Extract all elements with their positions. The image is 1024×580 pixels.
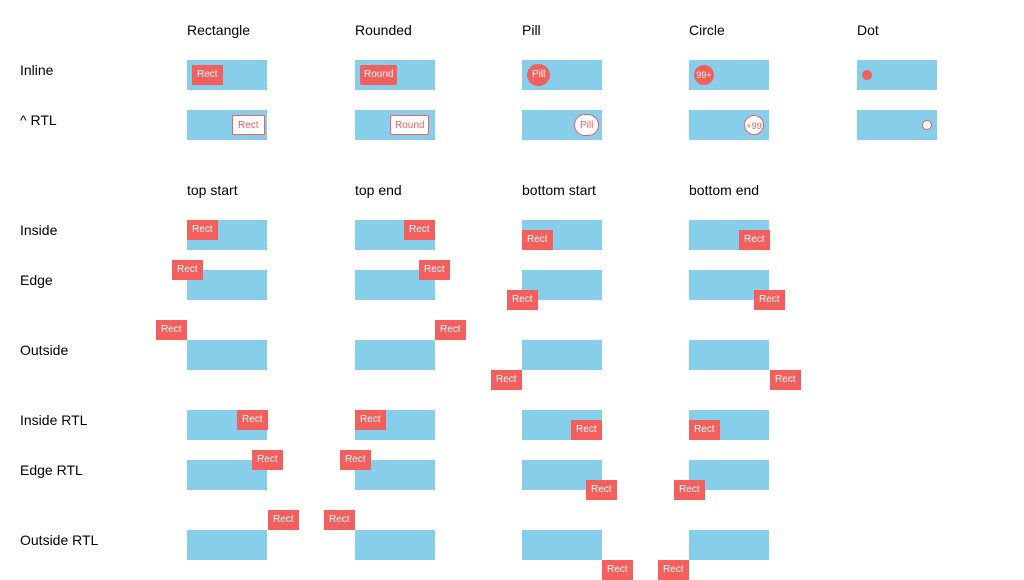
row-label-edge: Edge (20, 272, 53, 288)
badge-circle-rtl: +99 (744, 115, 764, 135)
badge-edge-rtl-top-start: Rect (252, 450, 283, 470)
row-label-inside: Inside (20, 222, 58, 238)
badge-outside-top-start: Rect (156, 320, 187, 340)
demo-box (187, 530, 267, 560)
row-label-outside: Outside (20, 342, 69, 358)
badge-circle: 99+ (694, 65, 714, 85)
badge-edge-bottom-end: Rect (754, 290, 785, 310)
badge-inside-bottom-end: Rect (739, 230, 770, 250)
badge-inside-rtl-bottom-end: Rect (689, 420, 720, 440)
header-bottom-end: bottom end (689, 182, 760, 198)
demo-box (522, 340, 602, 370)
badge-outside-rtl-bottom-end: Rect (658, 560, 689, 580)
badge-pill: Pill (527, 64, 551, 86)
badge-edge-bottom-start: Rect (507, 290, 538, 310)
row-label-inside-rtl: Inside RTL (20, 412, 88, 428)
row-label-edge-rtl: Edge RTL (20, 462, 83, 478)
demo-box (355, 530, 435, 560)
badge-rect-rtl: Rect (232, 115, 265, 135)
header-dot: Dot (857, 22, 879, 38)
header-top-start: top start (187, 182, 238, 198)
row-label-rtl: ^ RTL (20, 112, 57, 128)
badge-edge-top-start: Rect (172, 260, 203, 280)
badge-dot (862, 70, 872, 80)
header-circle: Circle (689, 22, 725, 38)
demo-box (689, 340, 769, 370)
badge-rect: Rect (192, 65, 223, 85)
badge-edge-rtl-bottom-start: Rect (586, 480, 617, 500)
badge-outside-rtl-top-end: Rect (324, 510, 355, 530)
badge-inside-rtl-bottom-start: Rect (571, 420, 602, 440)
badge-inside-rtl-top-end: Rect (355, 410, 386, 430)
badge-inside-top-end: Rect (404, 220, 435, 240)
badge-rounded: Round (360, 65, 398, 85)
badge-dot-rtl (922, 120, 932, 130)
demo-box (187, 340, 267, 370)
badge-outside-rtl-top-start: Rect (268, 510, 299, 530)
header-bottom-start: bottom start (522, 182, 596, 198)
badge-outside-bottom-end: Rect (770, 370, 801, 390)
demo-box (522, 530, 602, 560)
header-rectangle: Rectangle (187, 22, 251, 38)
demo-box (355, 340, 435, 370)
header-rounded: Rounded (355, 22, 412, 38)
badge-rounded-rtl: Round (390, 115, 430, 135)
badge-inside-rtl-top-start: Rect (237, 410, 268, 430)
badge-outside-rtl-bottom-start: Rect (602, 560, 633, 580)
badge-outside-top-end: Rect (435, 320, 466, 340)
row-label-inline: Inline (20, 62, 54, 78)
badge-inside-top-start: Rect (187, 220, 218, 240)
badge-outside-bottom-start: Rect (491, 370, 522, 390)
header-pill: Pill (522, 22, 541, 38)
badge-pill-rtl: Pill (574, 114, 600, 136)
row-label-outside-rtl: Outside RTL (20, 532, 99, 548)
header-top-end: top end (355, 182, 402, 198)
badge-edge-rtl-top-end: Rect (340, 450, 371, 470)
badge-edge-top-end: Rect (419, 260, 450, 280)
demo-box (689, 530, 769, 560)
badge-edge-rtl-bottom-end: Rect (674, 480, 705, 500)
badge-inside-bottom-start: Rect (522, 230, 553, 250)
